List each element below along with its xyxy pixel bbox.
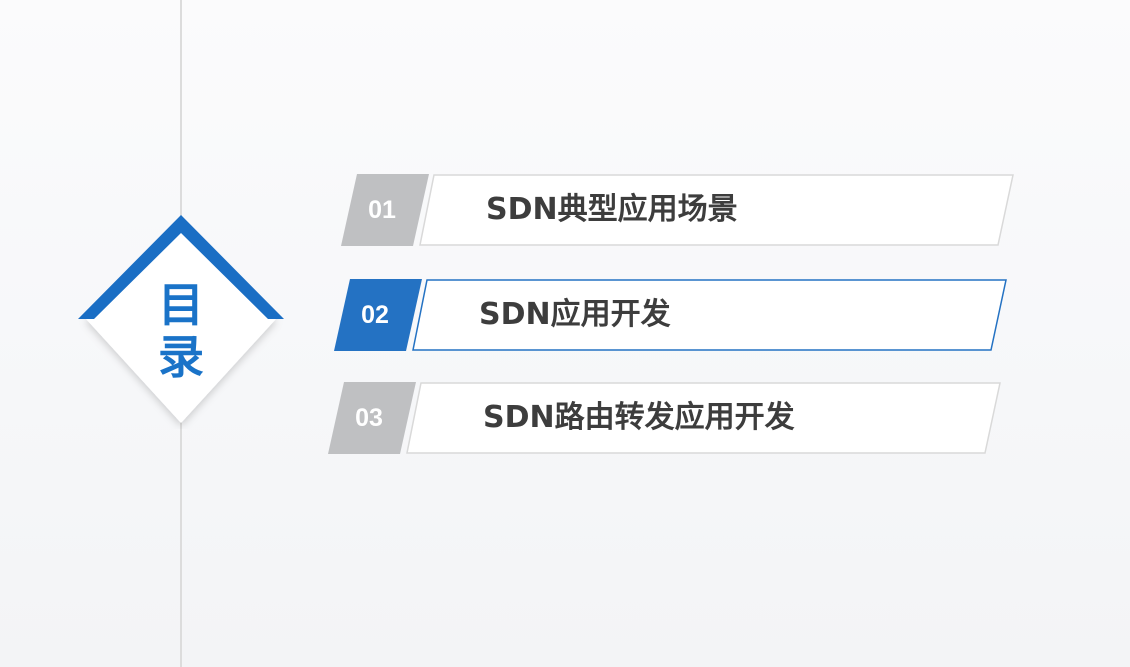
- toc-title: 目 录: [78, 279, 284, 383]
- toc-item-number: 02: [361, 300, 389, 329]
- toc-item-bar: [419, 174, 1015, 246]
- toc-item-bar: [412, 279, 1008, 351]
- toc-item-number-badge: 03: [328, 382, 416, 454]
- toc-item-number: 01: [368, 195, 396, 224]
- toc-item-number-badge: 02: [334, 279, 422, 351]
- diamond-shape: [78, 215, 284, 423]
- toc-diamond-emblem: 目 录: [78, 215, 284, 429]
- toc-item-number: 03: [355, 403, 383, 432]
- toc-item-number-badge: 01: [341, 174, 429, 246]
- toc-title-line-1: 目: [158, 278, 204, 332]
- toc-item-label: SDN典型应用场景: [486, 192, 738, 227]
- toc-item-label: SDN应用开发: [479, 297, 671, 332]
- toc-item-label: SDN路由转发应用开发: [483, 400, 795, 435]
- toc-item-bar: [406, 382, 1002, 454]
- toc-title-line-2: 录: [158, 330, 204, 384]
